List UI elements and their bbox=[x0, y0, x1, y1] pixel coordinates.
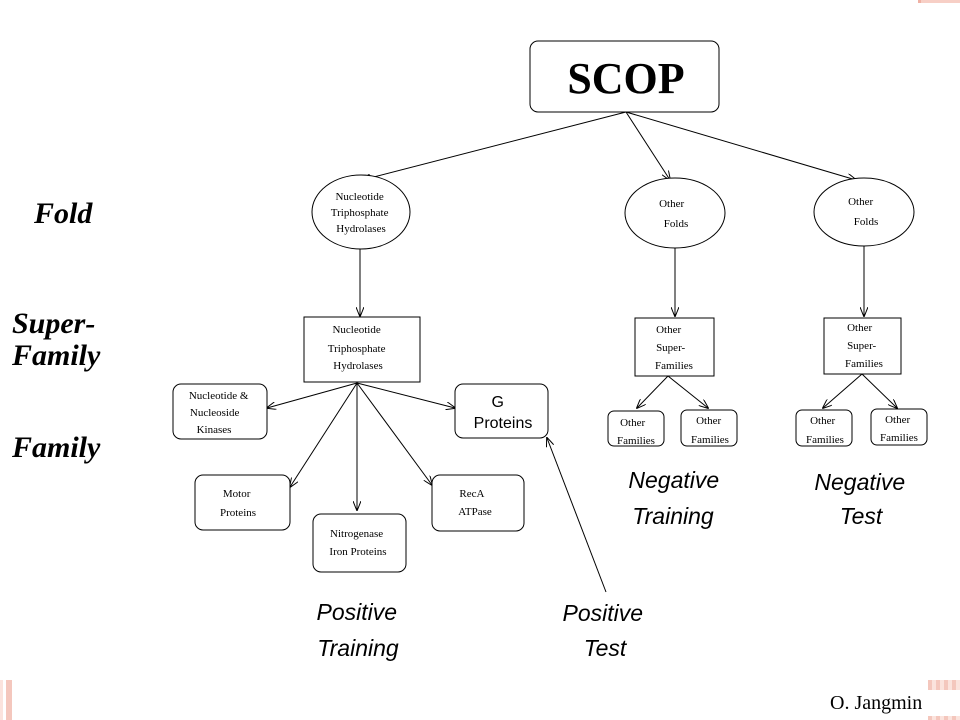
family-node-other-2a bbox=[795, 409, 853, 447]
family-label-g-proteins: G Proteins bbox=[474, 394, 533, 432]
edge-to-motor-proteins bbox=[290, 382, 358, 487]
family-node-other-1b bbox=[680, 409, 738, 447]
connectors bbox=[267, 111, 897, 593]
superfamily-label-ntp: Nucleotide Triphosphate Hydrolases bbox=[328, 324, 388, 372]
edge-to-other-families-2b bbox=[861, 373, 897, 408]
edge-to-reca bbox=[356, 382, 432, 485]
superfamily-label-other-1: Other Super- Families bbox=[655, 324, 693, 372]
corner-decoration bbox=[918, 0, 960, 3]
level-label-family: Family bbox=[12, 431, 101, 464]
caption-negative-test: Negative Test bbox=[814, 469, 911, 529]
author-credit: O. Jangmin bbox=[826, 690, 960, 716]
edge-scop-to-ntp-fold bbox=[362, 111, 627, 180]
root-label: SCOP bbox=[567, 54, 684, 103]
family-node-kinases bbox=[172, 383, 268, 440]
family-label-motor-proteins: Motor Proteins bbox=[220, 488, 256, 519]
family-label-other-2b: Other Families bbox=[880, 414, 918, 444]
fold-label-other-1: Other Folds bbox=[659, 198, 688, 230]
level-label-superfamily: Super- Family bbox=[12, 307, 101, 372]
superfamily-node-other-2 bbox=[823, 317, 902, 375]
family-node-other-1a bbox=[607, 410, 665, 447]
corner-decoration bbox=[918, 0, 921, 3]
fold-node-other-2 bbox=[813, 177, 915, 247]
family-label-other-2a: Other Families bbox=[806, 415, 844, 446]
superfamily-node-other-1 bbox=[634, 317, 715, 377]
corner-decoration bbox=[0, 680, 3, 720]
caption-positive-test: Positive Test bbox=[563, 600, 650, 661]
family-node-motor-proteins bbox=[194, 474, 291, 531]
edge-to-kinases bbox=[267, 382, 358, 408]
edge-scop-to-other-folds-1 bbox=[625, 111, 670, 180]
family-node-other-2b bbox=[870, 408, 928, 446]
caption-negative-training: Negative Training bbox=[628, 467, 725, 529]
family-node-reca bbox=[431, 474, 525, 532]
edge-to-other-families-2a bbox=[823, 373, 863, 408]
edge-scop-to-other-folds-2 bbox=[625, 111, 856, 180]
corner-decoration bbox=[6, 680, 12, 720]
family-node-nitrogenase bbox=[312, 513, 407, 573]
caption-positive-training: Positive Training bbox=[317, 599, 404, 661]
family-label-other-1b: Other Families bbox=[691, 415, 729, 446]
root-node bbox=[529, 40, 720, 113]
fold-label-ntp: Nucleotide Triphosphate Hydrolases bbox=[331, 191, 391, 235]
edge-positive-test-to-g-proteins bbox=[547, 438, 607, 593]
fold-label-other-2: Other Folds bbox=[848, 196, 878, 228]
superfamily-node-ntp bbox=[303, 316, 421, 383]
edge-to-other-families-1a bbox=[637, 375, 669, 408]
edge-to-g-proteins bbox=[356, 382, 455, 408]
superfamily-label-other-2: Other Super- Families bbox=[845, 322, 883, 370]
fold-node-ntp bbox=[311, 174, 411, 250]
family-node-g-proteins bbox=[454, 383, 549, 439]
level-label-fold: Fold bbox=[34, 197, 93, 230]
family-label-other-1a: Other Families bbox=[617, 417, 655, 447]
fold-node-other-1 bbox=[624, 177, 726, 249]
family-label-nitrogenase: Nitrogenase Iron Proteins bbox=[329, 528, 386, 558]
edge-to-other-families-1b bbox=[667, 375, 708, 408]
family-label-kinases: Nucleotide & Nucleoside Kinases bbox=[189, 390, 251, 436]
family-label-reca: RecA ATPase bbox=[458, 488, 492, 518]
